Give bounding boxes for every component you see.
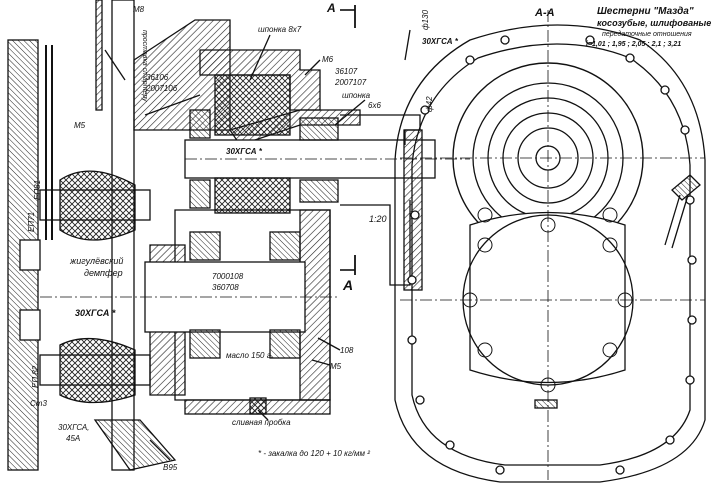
label-ep82: ЕП 82 [31,365,40,388]
label-steel-top: 30ХГСА * [422,37,459,46]
label-bearing1: 36106 [146,73,169,82]
label-key2b: 6х6 [368,101,381,110]
left-section-view [7,0,470,471]
label-b95: В95 [163,463,178,472]
label-damper1: жигулёвский [69,256,123,266]
section-a-a-view [394,10,706,483]
label-damper2: демпфер [84,268,123,278]
label-to-starter: проставка стартеру [141,30,148,102]
label-phi-small: ф42 [425,96,434,112]
label-oil: масло 150 г. [226,351,273,360]
label-ep71: ЕП71 [27,212,36,232]
label-ratio: 1:20 [369,214,387,224]
header-line1: Шестерни "Мазда" [597,6,694,17]
label-dia130: ф130 [421,9,430,30]
label-steel-bottom: 30ХГСА, [58,423,89,432]
label-m5-left: М5 [74,121,86,130]
label-bearing1b: 2007106 [145,84,178,93]
header-line3: передаточные отношения [602,30,692,38]
label-key1: шпонка 8х7 [258,25,302,34]
header-line4: i=1,01 ; 1,95 ; 2,05 ; 2,1 ; 3,21 [586,41,681,48]
label-bearing3: 7000108 [212,272,244,281]
label-steel-left: 30ХГСА * [75,308,116,318]
label-st3: Ст3 [30,399,47,408]
label-m8: М8 [133,5,145,14]
header-line2: косозубые, шлифованые [597,18,711,28]
label-drain: сливная пробка [232,418,291,427]
label-footnote: * - закалка до 120 + 10 кг/мм ² [258,449,370,458]
label-steel-upper: 30ХГСА * [226,147,263,156]
label-m5-right: М5 [330,362,342,371]
label-key2: шпонка [342,91,371,100]
annotation-labels: A A А-А Шестерни "Мазда" косозубые, шлиф… [27,1,711,472]
section-title: А-А [534,7,555,19]
section-marker-bottom: A [342,277,353,293]
label-bearing2b: 2007107 [334,78,367,87]
label-bearing3b: 360708 [212,283,239,292]
label-m6: М6 [322,55,334,64]
label-ep81: ЕП81 [33,180,42,200]
section-marker-top: A [326,1,336,15]
label-steel-bottom2: 45А [66,434,80,443]
label-108: 108 [340,346,354,355]
label-bearing2: 36107 [335,67,358,76]
